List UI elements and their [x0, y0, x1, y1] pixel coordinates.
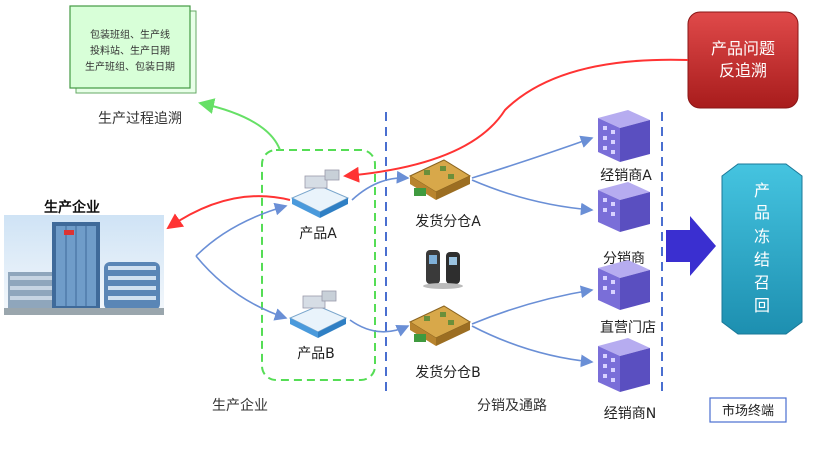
product-a-icon — [290, 169, 350, 218]
recall-char-6: 回 — [754, 296, 770, 315]
recall-char-4: 结 — [754, 250, 770, 269]
problem-trace-line-2: 反追溯 — [719, 61, 767, 80]
distributor-n-building-icon — [598, 338, 650, 392]
flow-arrow-wa-to-distributor-a — [471, 135, 594, 179]
problem-trace-box: 产品问题 反追溯 — [687, 11, 799, 109]
recall-box: 产 品 冻 结 召 回 — [721, 163, 803, 335]
enterprise-title: 生产企业 — [44, 199, 100, 216]
note-line-2: 投料站、生产日期 — [90, 44, 170, 57]
recall-char-5: 召 — [754, 273, 770, 292]
product-zone — [261, 149, 376, 381]
warehouse-b-icon — [408, 305, 472, 346]
flow-arrow-enterprise-to-b — [195, 255, 288, 321]
distributor-a-label: 经销商A — [600, 168, 652, 184]
flow-arrow-b-to-warehouse — [349, 319, 410, 337]
distributor-a-building-icon — [598, 110, 650, 162]
section-terminal-label: 市场终端 — [722, 403, 774, 419]
enterprise-building-image — [4, 215, 164, 315]
recall-char-2: 品 — [754, 203, 770, 222]
section-distribution-label: 分销及通路 — [477, 398, 547, 414]
barcode-scanner-icon — [423, 250, 463, 289]
section-production-label: 生产企业 — [212, 397, 268, 414]
warehouse-b-label: 发货分仓B — [415, 364, 481, 381]
flow-arrow-a-to-warehouse — [351, 170, 410, 201]
note-line-1: 包装班组、生产线 — [90, 28, 170, 41]
reverse-trace-arrow-red-top — [343, 58, 689, 183]
product-b-label: 产品B — [297, 346, 335, 362]
warehouse-a-icon — [408, 159, 472, 200]
note-line-3: 生产班组、包装日期 — [85, 60, 175, 73]
reverse-trace-arrow-red-left — [166, 195, 291, 230]
section-terminal-box: 市场终端 — [709, 397, 787, 423]
recall-char-1: 产 — [754, 181, 770, 200]
trace-arrow-green — [198, 98, 281, 151]
direct-store-label: 直营门店 — [600, 319, 656, 336]
distributor-n-label: 经销商N — [604, 406, 656, 422]
warehouse-a-label: 发货分仓A — [415, 213, 481, 230]
production-note-sheet: 包装班组、生产线 投料站、生产日期 生产班组、包装日期 — [69, 5, 197, 94]
sub-distributor-building-icon — [598, 182, 650, 232]
product-a-label: 产品A — [299, 226, 337, 242]
problem-trace-line-1: 产品问题 — [711, 39, 775, 58]
recall-char-3: 冻 — [754, 227, 770, 246]
direct-store-building-icon — [598, 260, 650, 310]
flow-arrow-wa-to-sub-distributor — [471, 179, 594, 216]
product-b-icon — [288, 290, 348, 338]
flow-arrow-wb-to-distributor-n — [471, 325, 594, 368]
flow-arrow-enterprise-to-a — [195, 202, 288, 257]
flow-arrow-wb-to-direct-store — [471, 285, 594, 325]
process-trace-label: 生产过程追溯 — [98, 111, 182, 127]
recall-direction-arrow — [666, 216, 716, 276]
